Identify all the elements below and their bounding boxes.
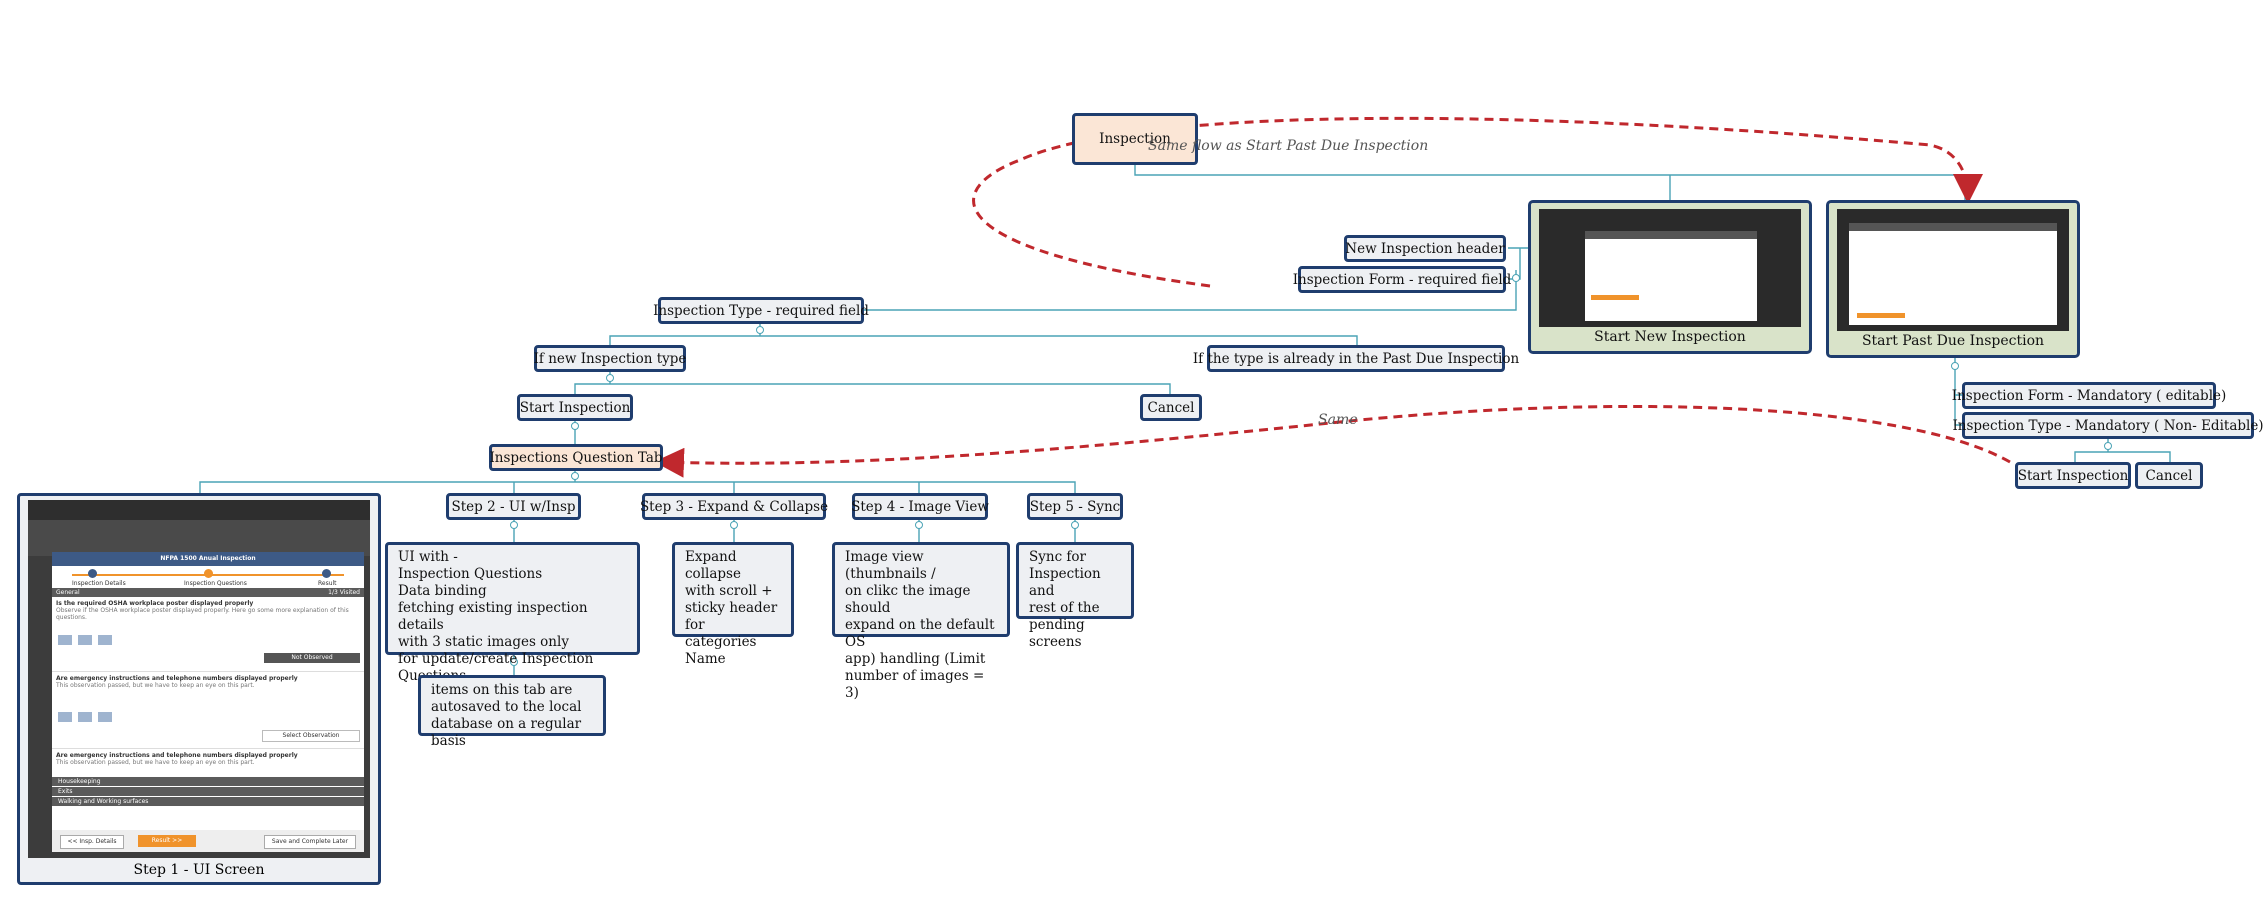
if-new-type-node[interactable]: If new Inspection type [534,345,686,372]
question-2-title: Are emergency instructions and telephone… [56,675,298,682]
progress-step-questions: Inspection Questions [184,580,247,587]
result-button[interactable]: Result >> [138,835,196,847]
section-general-count: 1/3 Visited [328,589,360,596]
start-past-due-panel[interactable]: Start Past Due Inspection [1826,200,2080,358]
question-2-result[interactable]: Select Observation [262,730,360,742]
progress-step-result: Result [318,580,337,587]
step2-title-node[interactable]: Step 2 - UI w/Insp [446,493,581,520]
cancel-node[interactable]: Cancel [1140,394,1202,421]
start-new-thumbnail [1539,209,1801,327]
dashed-arrow-same [654,404,2011,478]
question-3-title: Are emergency instructions and telephone… [56,752,298,759]
start-inspection-node[interactable]: Start Inspection [517,394,633,421]
annotation-same: Same [1318,412,1358,428]
step5-title-node[interactable]: Step 5 - Sync [1027,493,1123,520]
step1-caption: Step 1 - UI Screen [133,862,265,878]
start-past-due-thumbnail [1837,209,2069,331]
question-2: Are emergency instructions and telephone… [52,671,364,748]
step1-modal: NFPA 1500 Anual Inspection Inspection De… [52,552,364,852]
step1-app-mock: NFPA 1500 Anual Inspection Inspection De… [28,500,370,858]
pastdue-start-node[interactable]: Start Inspection [2015,462,2131,489]
step1-footer: << Insp. Details Result >> Save and Comp… [52,830,364,852]
root-node[interactable]: Inspection [1072,113,1198,165]
collapsed-section-exits[interactable]: Exits [52,787,364,796]
connector-ifnew-children [574,372,1171,395]
connector-type-startnew [862,270,1517,311]
annotation-same-flow: Same flow as Start Past Due Inspection [1148,138,1429,154]
question-3: Are emergency instructions and telephone… [52,748,364,777]
step5-body-node[interactable]: Sync for Inspection and rest of the pend… [1016,542,1134,650]
connector-pastdue-buttons [2074,438,2171,462]
step4-title-node[interactable]: Step 4 - Image View [851,493,989,520]
section-general-label: General [56,589,80,596]
step1-progress: Inspection Details Inspection Questions … [52,566,364,588]
question-3-sub: This observation passed, but we have to … [56,759,255,766]
step3-title-node[interactable]: Step 3 - Expand & Collapse [640,493,828,520]
step1-ui-screen-node[interactable]: NFPA 1500 Anual Inspection Inspection De… [17,493,381,885]
question-2-sub: This observation passed, but we have to … [56,682,255,689]
start-past-due-caption: Start Past Due Inspection [1861,333,2045,349]
start-new-caption: Start New Inspection [1594,329,1746,345]
autosave-note-node[interactable]: items on this tab are autosaved to the l… [418,675,606,749]
connector-type-children [609,322,1358,346]
insp-details-button[interactable]: << Insp. Details [60,835,124,849]
connector-root [1134,163,1966,200]
inspections-question-tab-node[interactable]: Inspections Question Tab [489,444,663,471]
step1-modal-title: NFPA 1500 Anual Inspection [52,552,364,566]
pastdue-type-node[interactable]: Inspection Type - Mandatory ( Non- Edita… [1952,412,2264,439]
step2-body-node[interactable]: UI with - Inspection Questions Data bind… [385,542,640,684]
progress-step-details: Inspection Details [72,580,126,587]
inspection-type-required-node[interactable]: Inspection Type - required field [653,297,869,324]
step3-body-node[interactable]: Expand collapse with scroll + sticky hea… [672,542,794,667]
question-1-sub: Observe if the OSHA workplace poster dis… [56,607,349,621]
pastdue-form-node[interactable]: Inspection Form - Mandatory ( editable) [1952,382,2226,409]
connector-pastdue-children [1954,358,1965,426]
pastdue-cancel-node[interactable]: Cancel [2135,462,2203,489]
if-past-due-type-node[interactable]: If the type is already in the Past Due I… [1193,345,1519,372]
question-1: Is the required OSHA workplace poster di… [52,597,364,671]
connector-tab-steps [199,470,1076,494]
collapsed-section-housekeeping[interactable]: Housekeeping [52,777,364,786]
section-general[interactable]: General 1/3 Visited [52,588,364,597]
new-inspection-header-node[interactable]: New Inspection header [1344,235,1506,262]
save-complete-later-button[interactable]: Save and Complete Later [264,835,356,849]
question-1-title: Is the required OSHA workplace poster di… [56,600,254,607]
inspection-form-required-node[interactable]: Inspection Form - required field [1293,266,1511,293]
start-new-panel[interactable]: Start New Inspection [1528,200,1812,354]
question-1-result[interactable]: Not Observed [264,653,360,663]
step4-body-node[interactable]: Image view (thumbnails / on clikc the im… [832,542,1010,701]
collapsed-section-walking[interactable]: Walking and Working surfaces [52,797,364,806]
